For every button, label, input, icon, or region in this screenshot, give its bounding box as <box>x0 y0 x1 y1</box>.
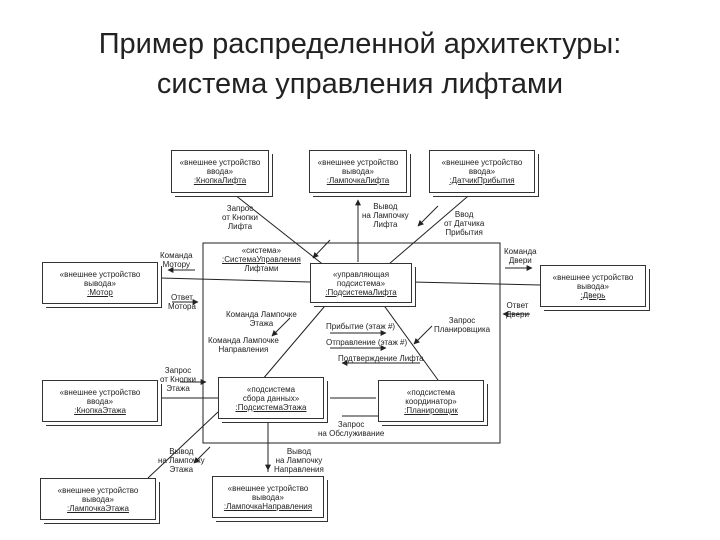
system-label: «система» :СистемаУправления Лифтами <box>222 246 301 273</box>
label-arrival: Прибытие (этаж #) <box>326 322 396 331</box>
connector-lift-floor <box>261 299 331 381</box>
box-floor-subsystem: «подсистема сбора данных» :ПодсистемаЭта… <box>218 377 324 419</box>
box-arrival-sensor: «внешнее устройство ввода» :ДатчикПрибыт… <box>429 150 535 193</box>
label-scheduler-request: Запрос Планировщика <box>434 316 491 334</box>
box-lift-lamp: «внешнее устройство вывода» :ЛампочкаЛиф… <box>309 150 407 193</box>
page-title-line1: Пример распределенной архитектуры: <box>98 28 622 60</box>
connector-sensor-lift <box>381 190 475 271</box>
label-door-response: Ответ Двери <box>506 301 529 319</box>
box-floor-lamp: «внешнее устройство вывода» :ЛампочкаЭта… <box>40 478 156 520</box>
label-sensor-input: Ввод от Датчика Прибытия <box>444 210 485 237</box>
arrow-sensor-lift <box>417 205 439 227</box>
label-motor-response: Ответ Мотора <box>168 293 196 311</box>
label-lift-button-request: Запрос от Кнопки Лифта <box>222 204 258 231</box>
arrow-floorlamp-out <box>193 446 211 464</box>
connector-floor-floorlamp <box>147 411 219 479</box>
label-floor-lamp-output: Вывод на Лампочку Этажа <box>158 447 205 474</box>
label-floor-button-request: Запрос от Кнопки Этажа <box>160 366 196 393</box>
label-direction-lamp-output: Вывод на Лампочку Направления <box>274 447 324 474</box>
label-lift-lamp-output: Вывод на Лампочку Лифта <box>362 202 409 229</box>
arrow-button-lift <box>312 239 331 259</box>
box-lift-subsystem: «управляющая подсистема» :ПодсистемаЛифт… <box>310 263 412 303</box>
arrow-floorlamp-cmd <box>271 317 291 337</box>
box-lift-button: «внешнее устройство ввода» :КнопкаЛифта <box>171 150 269 193</box>
page-title-line2: система управления лифтами <box>156 68 564 100</box>
label-confirm: Подтверждение Лифта <box>338 354 424 363</box>
box-direction-lamp: «внешнее устройство вывода» :ЛампочкаНап… <box>212 476 324 518</box>
box-motor: «внешнее устройство вывода» :Мотор <box>42 262 158 304</box>
connector-door-lift <box>411 281 541 286</box>
label-floor-lamp-command: Команда Лампочке Этажа <box>226 310 297 328</box>
box-floor-button: «внешнее устройство ввода» :КнопкаЭтажа <box>42 380 158 422</box>
label-door-command: Команда Двери <box>504 247 537 265</box>
label-service-request: Запрос на Обслуживание <box>318 420 385 438</box>
connector-motor-lift <box>159 277 311 283</box>
system-boundary <box>202 242 501 444</box>
label-direction-lamp-command: Команда Лампочке Направления <box>208 336 279 354</box>
box-scheduler: «подсистема координатор» :Планировщик <box>378 380 484 422</box>
label-departure: Отправление (этаж #) <box>326 338 408 347</box>
label-motor-command: Команда Мотору <box>160 251 193 269</box>
arrow-service-req <box>413 325 433 345</box>
box-door: «внешнее устройство вывода» :Дверь <box>540 265 646 307</box>
page-title: Пример распределенной архитектуры: систе… <box>0 24 720 104</box>
connector-lift-scheduler <box>379 299 439 381</box>
